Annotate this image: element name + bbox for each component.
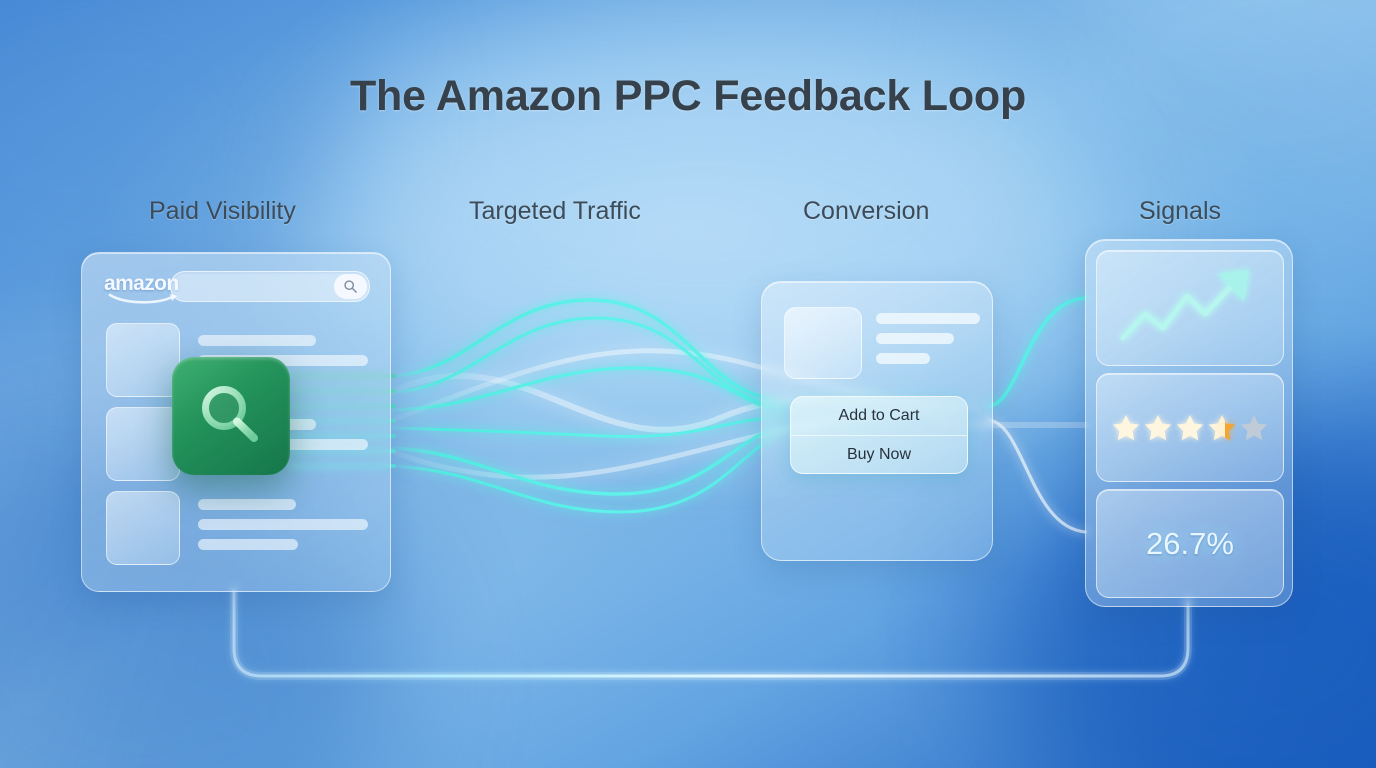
- add-to-cart-button[interactable]: Add to Cart: [838, 407, 920, 424]
- stage-label-paid-visibility: Paid Visibility: [149, 197, 296, 225]
- star-icon: [1112, 414, 1140, 440]
- stage-label-targeted-traffic: Targeted Traffic: [469, 197, 641, 225]
- amazon-smile-icon: [108, 293, 177, 304]
- signal-card-rating[interactable]: [1096, 373, 1284, 482]
- cta-button-group: Add to Cart Buy Now: [790, 396, 968, 474]
- search-input[interactable]: [170, 271, 370, 302]
- paid-search-badge[interactable]: [172, 357, 290, 475]
- conversion-rate-value: 26.7%: [1146, 525, 1234, 561]
- result-desc-line: [198, 519, 368, 530]
- result-title-line: [198, 499, 296, 510]
- product-desc-line: [876, 333, 954, 344]
- page-title: The Amazon PPC Feedback Loop: [349, 72, 1027, 120]
- star-rating: [1111, 413, 1269, 443]
- result-thumbnail: [106, 323, 180, 397]
- star-icon: [1176, 414, 1204, 440]
- result-desc-line: [198, 539, 298, 550]
- search-icon: [344, 280, 357, 293]
- search-button[interactable]: [334, 274, 367, 299]
- result-title-line: [198, 335, 316, 346]
- stage-label-conversion: Conversion: [803, 197, 930, 225]
- conversion-product-card: Add to Cart Buy Now: [761, 281, 993, 561]
- buy-now-button[interactable]: Buy Now: [791, 435, 967, 474]
- signal-card-conversion-rate[interactable]: 26.7%: [1096, 489, 1284, 598]
- result-desc-line: [198, 355, 368, 366]
- background-blob: [1000, 0, 1376, 280]
- signal-card-trend[interactable]: [1096, 250, 1284, 366]
- magnifier-icon: [202, 386, 258, 442]
- stage-label-signals: Signals: [1139, 197, 1221, 225]
- star-icon: [1144, 414, 1172, 440]
- product-title-line: [876, 313, 980, 324]
- star-icon-empty: [1240, 414, 1268, 440]
- trend-up-arrow-icon: [1120, 270, 1249, 341]
- product-thumbnail: [784, 307, 862, 379]
- star-icon-half: [1208, 414, 1236, 440]
- product-desc-line: [876, 353, 930, 364]
- signals-panel: 26.7%: [1085, 239, 1293, 607]
- result-thumbnail: [106, 491, 180, 565]
- result-thumbnail: [106, 407, 180, 481]
